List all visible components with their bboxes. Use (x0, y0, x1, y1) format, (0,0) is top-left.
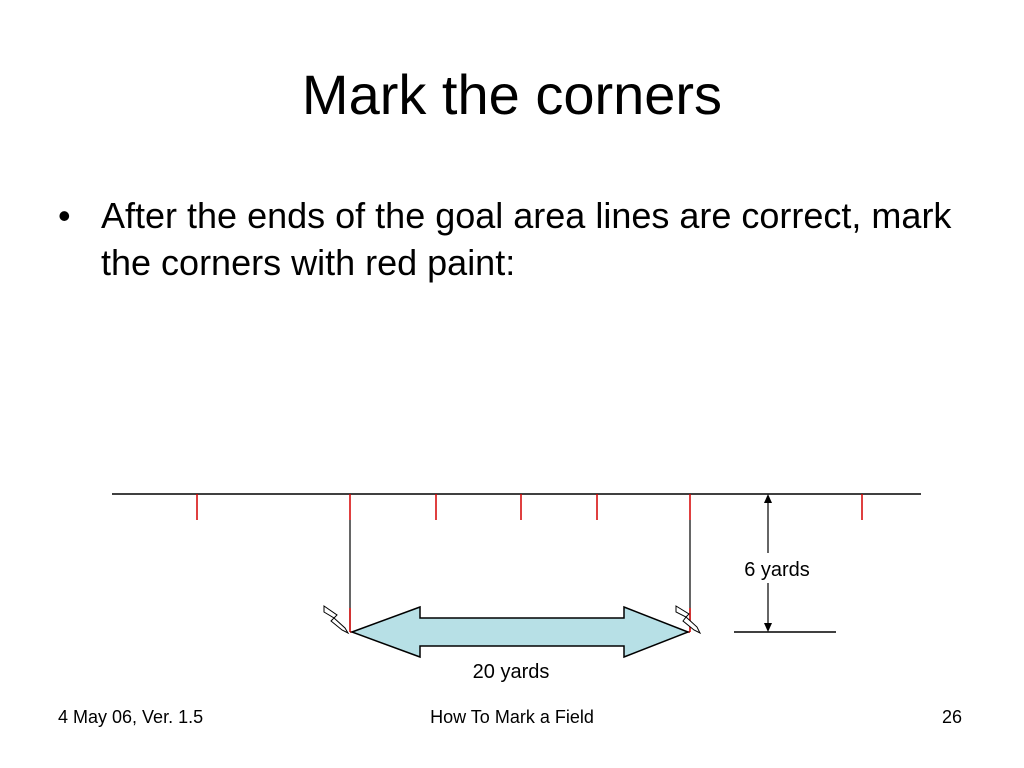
width-label: 20 yards (473, 661, 550, 683)
bullet-text: After the ends of the goal area lines ar… (101, 195, 952, 283)
width-double-arrow (349, 605, 691, 659)
paint-spray-icon (675, 605, 702, 635)
depth-label: 6 yards (744, 559, 810, 581)
depth-label-background (733, 553, 821, 583)
depth-arrowhead-bottom (764, 623, 772, 632)
footer-page-number: 26 (941, 707, 962, 727)
footer-date-version: 4 May 06, Ver. 1.5 (58, 707, 204, 727)
goal-line-paint-marks (196, 494, 863, 520)
paint-spray-icon (323, 605, 350, 635)
slide-title: Mark the corners (301, 63, 723, 126)
depth-arrowhead-top (764, 494, 772, 503)
bullet-marker: • (58, 195, 71, 236)
footer-presentation-title: How To Mark a Field (430, 707, 594, 727)
